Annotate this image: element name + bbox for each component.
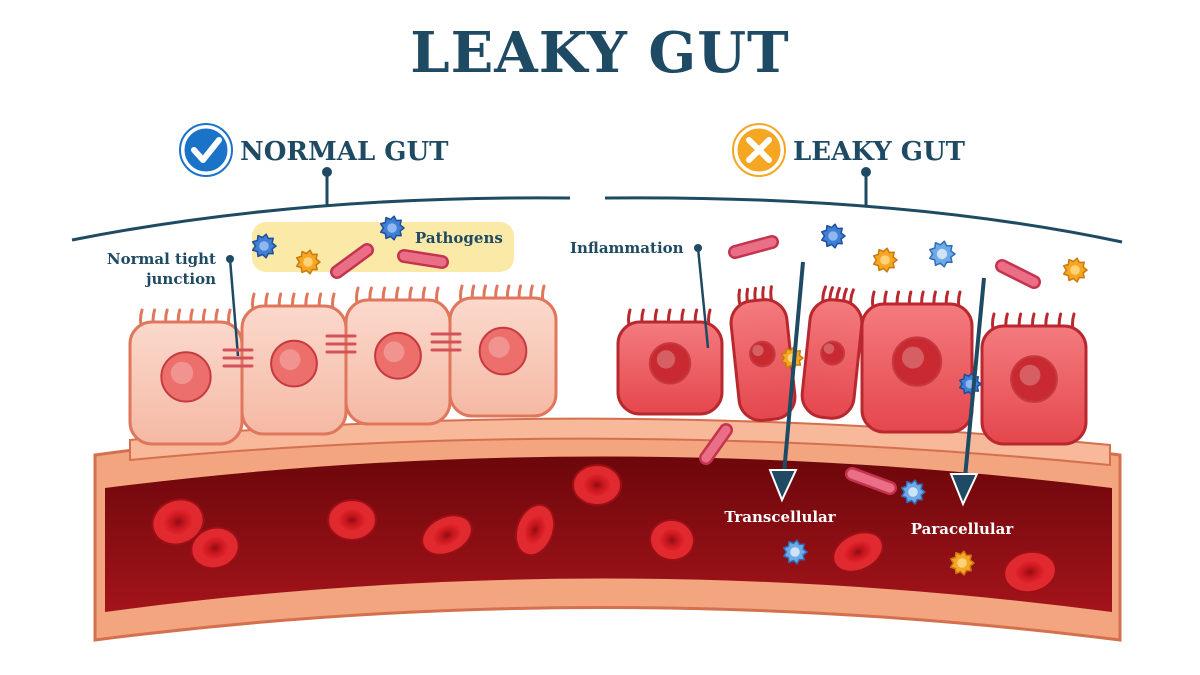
paracellular-label: Paracellular	[911, 520, 1015, 538]
tight-junction-pointer	[228, 258, 240, 357]
inflamed-cell-4	[860, 290, 974, 434]
transcellular-label: Transcellular	[724, 508, 836, 526]
leaky-gut-badge	[732, 123, 786, 177]
inflamed-cell-3	[800, 285, 864, 420]
pathogen-orange-icon	[872, 247, 898, 273]
normal-cell-4	[448, 284, 558, 418]
inflammation-pointer	[696, 247, 710, 349]
pathogen-orange-icon	[949, 550, 975, 576]
normal-cell-3	[344, 286, 452, 426]
normal-cell-2	[240, 292, 348, 436]
inflamed-cell-1	[616, 308, 724, 416]
red-blood-cell	[151, 498, 205, 546]
normal-bracket	[71, 196, 571, 242]
inflammation-label: Inflammation	[570, 239, 684, 257]
leaky-bracket	[604, 196, 1123, 244]
pathogen-lightblue-icon	[929, 240, 956, 268]
normal-gut-heading: NORMAL GUT	[240, 137, 449, 167]
red-blood-cell	[1003, 550, 1057, 594]
pathogen-orange-icon	[1062, 257, 1088, 283]
red-blood-cell	[572, 464, 622, 506]
normal-gut-badge	[179, 123, 233, 177]
pathogen-lightblue-icon	[782, 539, 808, 565]
transcellular-arrowhead	[768, 469, 798, 503]
paracellular-arrowhead	[949, 473, 979, 507]
red-blood-cell	[832, 531, 884, 573]
pathogen-blue-icon	[820, 223, 846, 249]
tight-junction-marks	[222, 332, 462, 368]
red-blood-cell	[649, 518, 695, 562]
diagram-title: LEAKY GUT	[410, 20, 789, 86]
red-blood-cell	[190, 526, 240, 570]
pathogen-blue-icon	[379, 215, 405, 241]
red-blood-cell	[421, 514, 473, 556]
blood-vessel-lumen	[105, 456, 1112, 612]
pathogens-label: Pathogens	[415, 229, 503, 247]
paracellular-arrow	[962, 277, 986, 489]
tight-junction-label-line1: Normal tight	[107, 250, 216, 268]
check-badge-icon	[181, 125, 231, 175]
red-blood-cell	[514, 503, 556, 557]
pathogen-lightblue-icon	[900, 479, 926, 505]
pathogen-orange-icon	[295, 249, 321, 275]
red-blood-cell	[327, 499, 377, 541]
tight-junction-label-line2: junction	[144, 270, 216, 288]
normal-cell-1	[128, 308, 244, 446]
leaky-gut-heading: LEAKY GUT	[793, 137, 966, 167]
transcellular-arrow	[781, 261, 805, 485]
inflamed-cell-5	[980, 312, 1088, 446]
pathogen-blue-icon	[251, 233, 277, 259]
